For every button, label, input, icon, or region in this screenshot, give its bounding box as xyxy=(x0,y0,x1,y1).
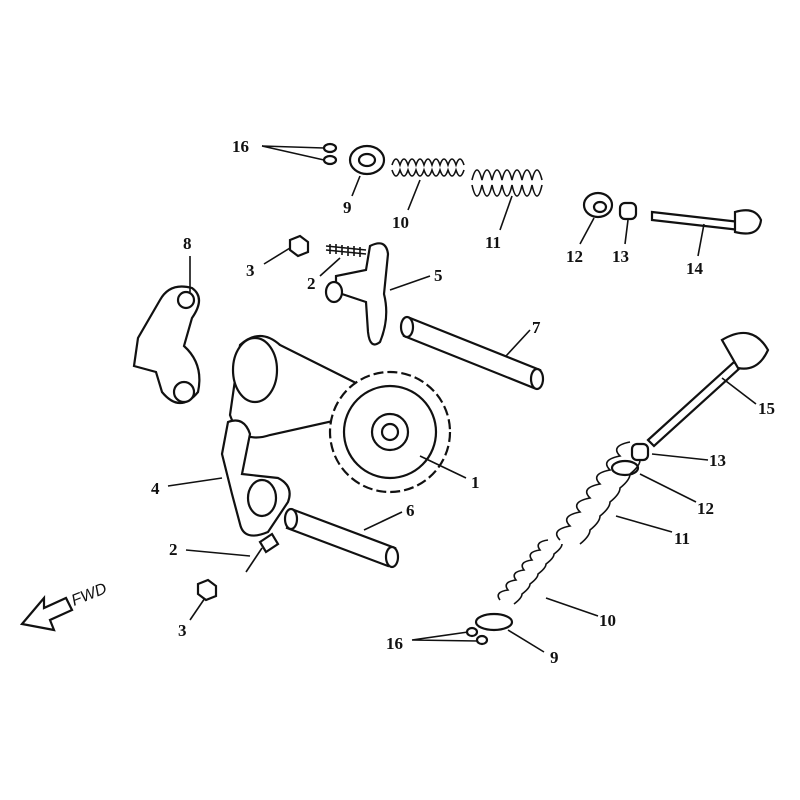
forward-direction-label: FWD xyxy=(69,580,110,610)
spring-seat-top xyxy=(348,144,386,176)
outer-spring-bottom xyxy=(555,441,641,545)
outer-spring-top xyxy=(471,169,543,197)
rocker-bracket xyxy=(132,285,201,405)
intake-valve xyxy=(650,209,763,235)
callout-10-bottom: 10 xyxy=(599,611,616,630)
callout-13-top: 13 xyxy=(612,247,629,266)
valve-seal-top xyxy=(618,201,638,221)
forward-direction-arrow-icon xyxy=(19,594,74,632)
spring-seat-bottom xyxy=(474,612,514,632)
callout-5: 5 xyxy=(434,266,443,285)
camshaft-sprocket xyxy=(228,334,452,494)
callout-1: 1 xyxy=(471,473,480,492)
callout-3-bottom: 3 xyxy=(178,621,187,640)
callout-13-bottom: 13 xyxy=(709,451,726,470)
callout-12-bottom: 12 xyxy=(697,499,714,518)
spring-seat-lower-top xyxy=(582,191,614,219)
valve-seal-bottom xyxy=(630,442,650,462)
adjusting-nut-lower xyxy=(196,578,218,602)
callout-12-top: 12 xyxy=(566,247,583,266)
rocker-arm-upper xyxy=(324,242,390,346)
callout-16-bottom: 16 xyxy=(386,634,403,653)
callout-6: 6 xyxy=(406,501,415,520)
callout-7: 7 xyxy=(532,318,541,337)
callout-9-bottom: 9 xyxy=(550,648,559,667)
adjusting-screw-lower xyxy=(245,532,280,573)
leader-lines xyxy=(167,145,757,653)
callout-4: 4 xyxy=(151,479,160,498)
rocker-shaft-lower xyxy=(283,507,400,569)
callout-11-top: 11 xyxy=(485,233,501,252)
callout-9-top: 9 xyxy=(343,198,352,217)
callout-2-top: 2 xyxy=(307,274,316,293)
rocker-shaft-upper xyxy=(399,315,545,391)
rocker-arm-lower xyxy=(220,419,291,537)
valve-cotters-top xyxy=(322,142,338,166)
adjusting-screw-top xyxy=(325,244,367,257)
adjusting-nut-top xyxy=(288,234,310,258)
inner-spring-bottom xyxy=(497,539,563,605)
callout-14: 14 xyxy=(686,259,704,278)
callout-15: 15 xyxy=(758,399,775,418)
callout-11-bottom: 11 xyxy=(674,529,690,548)
callout-16-top: 16 xyxy=(232,137,249,156)
spring-seat-lower-bottom xyxy=(610,459,640,477)
callout-10-top: 10 xyxy=(392,213,409,232)
callout-2-bottom: 2 xyxy=(169,540,178,559)
exhaust-valve xyxy=(646,331,770,448)
callout-8: 8 xyxy=(183,234,192,253)
callout-3-top: 3 xyxy=(246,261,255,280)
inner-spring-top xyxy=(391,158,465,177)
